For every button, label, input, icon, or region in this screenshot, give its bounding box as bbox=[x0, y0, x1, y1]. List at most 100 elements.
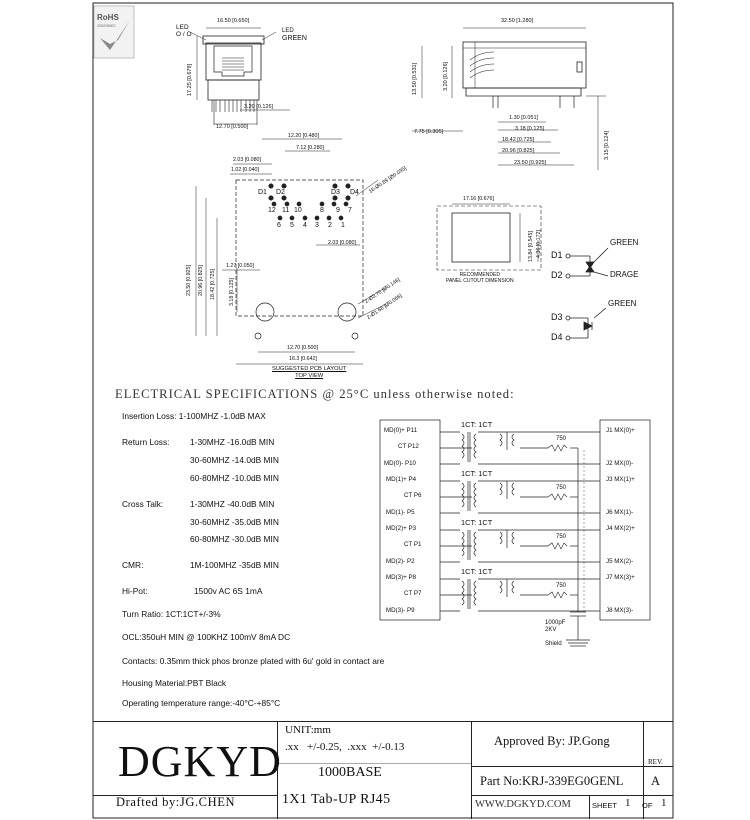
front-pin-span-dim: 12.70 [0.500] bbox=[216, 124, 249, 130]
sch-shield: Shield bbox=[545, 641, 562, 647]
sch-right-pin-4: J6 MX(1)- bbox=[606, 509, 634, 516]
sch-left-pin-7: MD(2)+ P3 bbox=[386, 525, 417, 532]
sch-left-pin-5: CT P6 bbox=[404, 492, 422, 499]
pcb-layout bbox=[195, 138, 387, 365]
sheet-number: 1 bbox=[625, 797, 631, 809]
pcb-label-d1: D1 bbox=[258, 189, 267, 196]
of-label: OF bbox=[642, 801, 653, 810]
pcb-pin-4: 4 bbox=[303, 222, 307, 229]
sch-right-pin-8: J8 MX(3)- bbox=[606, 607, 634, 614]
pcb-pin-11: 11 bbox=[282, 207, 290, 214]
drafted-by: Drafted by:JG.CHEN bbox=[116, 795, 236, 809]
sch-right-pin-2: J2 MX(0)- bbox=[606, 460, 634, 467]
pcb-pin-1: 1 bbox=[341, 222, 345, 229]
pcb-dim-2096: 20.96 [0.825] bbox=[198, 265, 204, 296]
side-height-a-dim: 13.50 [0.531] bbox=[412, 62, 418, 95]
spec-hipot: 1500v AC 6S 1mA bbox=[194, 586, 263, 596]
cutout-small-dim: 4.36 [0.172] bbox=[536, 230, 542, 258]
spec-contacts: Contacts: 0.35mm thick phos bronze plate… bbox=[122, 656, 385, 666]
sheet-total: 1 bbox=[661, 797, 667, 809]
sch-left-pin-11: CT P7 bbox=[404, 590, 422, 597]
pcb-pin-6: 6 bbox=[277, 222, 281, 229]
pcb-pin-2: 2 bbox=[328, 222, 332, 229]
sch-right-pin-6: J5 MX(2)- bbox=[606, 558, 634, 565]
transformer-schematic bbox=[379, 419, 651, 647]
rohs-sublabel: 2002/95/EC bbox=[97, 24, 116, 28]
front-pin-offset-dim: 3.20 [0.126] bbox=[244, 104, 274, 110]
pcb-label-d4: D4 bbox=[350, 189, 359, 196]
spec-hipot-label: Hi-Pot: bbox=[122, 586, 148, 596]
part-number: Part No:KRJ-339EG0GENL bbox=[480, 774, 624, 788]
sch-ratio-1: 1CT: 1CT bbox=[461, 420, 493, 429]
pcb-pin-7: 7 bbox=[348, 207, 352, 214]
spec-return-loss-3: 60-80MHZ -10.0dB MIN bbox=[190, 473, 279, 483]
sch-right-pin-1: J1 MX(0)+ bbox=[606, 427, 635, 434]
sch-right-pin-3: J3 MX(1)+ bbox=[606, 476, 635, 483]
legend-d3: D3 bbox=[551, 312, 563, 322]
pcb-label-d3: D3 bbox=[331, 189, 340, 196]
pcb-dim-1220: 12.20 [0.480] bbox=[288, 133, 319, 139]
product-description: 1X1 Tab-UP RJ45 bbox=[282, 792, 391, 807]
sch-ratio-3: 1CT: 1CT bbox=[461, 518, 493, 527]
pcb-dim-102: 1.02 [0.040] bbox=[231, 167, 259, 173]
pcb-pin-3: 3 bbox=[315, 222, 319, 229]
side-height-b-dim: 3.20 [0.126] bbox=[443, 61, 449, 91]
side-pin-dim-3: 18.42 [0.725] bbox=[502, 137, 535, 143]
legend-green-1: GREEN bbox=[610, 238, 639, 247]
legend-drage: DRAGE bbox=[610, 270, 639, 279]
title-block bbox=[93, 721, 673, 819]
side-view bbox=[412, 27, 606, 170]
sch-resistor-4: 750 bbox=[556, 583, 567, 589]
sch-left-pin-4: MD(1)+ P4 bbox=[386, 476, 417, 483]
spec-housing: Housing Material:PBT Black bbox=[122, 678, 227, 688]
rohs-label: RoHS bbox=[97, 13, 119, 22]
pcb-dim-1270: 12.70 [0.500] bbox=[287, 345, 318, 351]
spec-cross-talk-1: 1-30MHZ -40.0dB MIN bbox=[190, 499, 275, 509]
spec-cross-talk-2: 30-60MHZ -35.0dB MIN bbox=[190, 517, 279, 527]
legend-green-2: GREEN bbox=[608, 299, 637, 308]
sch-left-pin-9: MD(2)- P2 bbox=[386, 558, 415, 565]
spec-temperature: Operating temperature range:-40°C-+85°C bbox=[122, 698, 281, 708]
website: WWW.DGKYD.COM bbox=[475, 799, 571, 810]
sch-left-pin-8: CT P1 bbox=[404, 541, 422, 548]
checkmark-icon bbox=[100, 20, 130, 50]
rev-value: A bbox=[651, 774, 661, 788]
approved-by: Approved By: JP.Gong bbox=[494, 734, 610, 748]
sch-resistor-3: 750 bbox=[556, 534, 567, 540]
product-name: 1000BASE bbox=[318, 765, 382, 780]
unit-label: UNIT:mm bbox=[285, 724, 331, 736]
rohs-logo: RoHS 2002/95/EC bbox=[93, 5, 135, 59]
cutout-width-dim: 17.16 [0.676] bbox=[463, 196, 494, 202]
pcb-pin-9: 9 bbox=[336, 207, 340, 214]
pcb-pin-12: 12 bbox=[268, 207, 276, 214]
pcb-dim-127: 1.27 [0.050] bbox=[226, 263, 254, 269]
sch-ratio-2: 1CT: 1CT bbox=[461, 469, 493, 478]
pcb-label-d2: D2 bbox=[276, 189, 285, 196]
company-logo: DGKYD bbox=[118, 737, 282, 786]
led-schematic bbox=[565, 247, 609, 341]
side-pin-dim-1: 1.30 [0.051] bbox=[509, 115, 539, 121]
sch-right-pin-7: J7 MX(3)+ bbox=[606, 574, 635, 581]
sch-left-pin-10: MD(3)+ P8 bbox=[386, 574, 417, 581]
tolerance-label: .xx +/-0.25, .xxx +/-0.13 bbox=[285, 741, 405, 753]
electrical-title: ELECTRICAL SPECIFICATIONS @ 25°C unless … bbox=[115, 387, 515, 401]
pcb-dim-163: 16.3 [0.642] bbox=[289, 356, 317, 362]
sch-resistor-2: 750 bbox=[556, 485, 567, 491]
sch-left-pin-2: CT P12 bbox=[398, 443, 419, 450]
sch-left-pin-6: MD(1)- P5 bbox=[386, 509, 415, 516]
pcb-dim-318: 3.18 [0.125] bbox=[229, 278, 235, 306]
legend-d2: D2 bbox=[551, 270, 563, 280]
spec-return-loss-2: 30-60MHZ -14.0dB MIN bbox=[190, 455, 279, 465]
sheet-border bbox=[92, 2, 674, 819]
spec-cmr-label: CMR: bbox=[122, 560, 144, 570]
pcb-dim-2350: 23.50 [0.925] bbox=[186, 265, 192, 296]
spec-turn-ratio: Turn Ratio: 1CT:1CT+/-3% bbox=[122, 609, 221, 619]
side-length-dim: 32.50 [1.280] bbox=[501, 18, 534, 24]
legend-d4: D4 bbox=[551, 332, 563, 342]
pcb-pin-5: 5 bbox=[290, 222, 294, 229]
